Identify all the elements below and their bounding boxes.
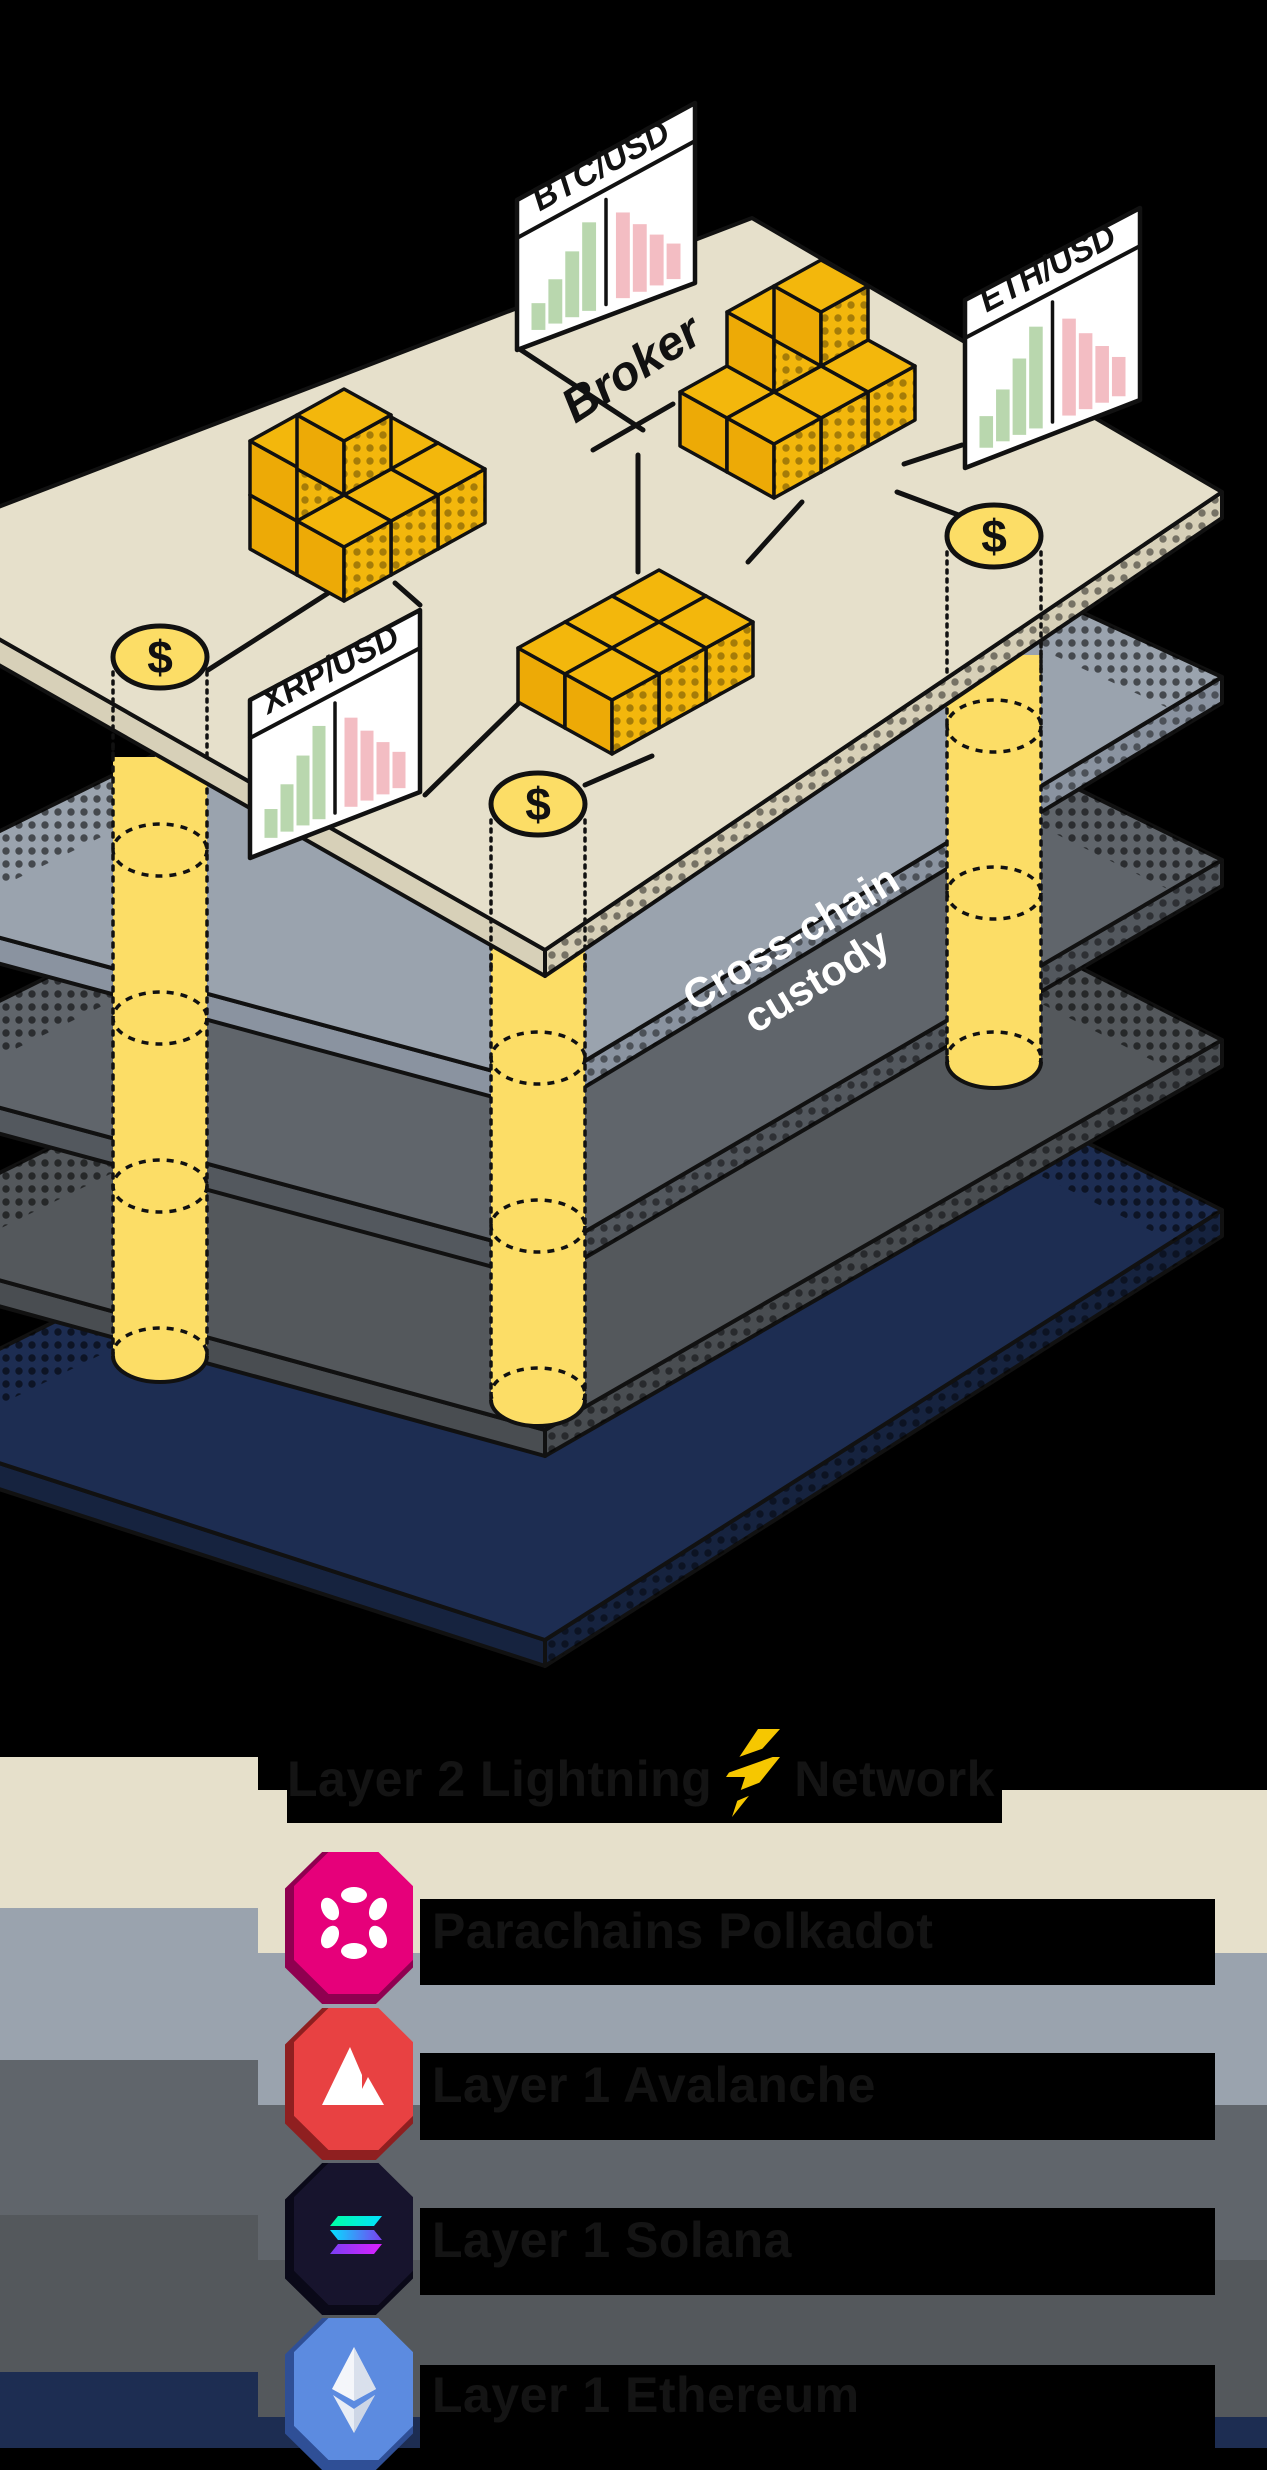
token-cube-cluster-left [248, 387, 487, 603]
legend-label-backdrop [420, 2053, 1215, 2140]
price-billboard-xrp: XRP/USD [247, 607, 423, 861]
token-cube-cluster-center [516, 568, 755, 756]
solana-logo [329, 2216, 382, 2254]
dollar-coins: $ $ $ [110, 502, 1044, 970]
dollar-coin-2: $ [488, 770, 588, 970]
custody-column-3 [945, 641, 1043, 1090]
legend-label-backdrop [287, 1700, 1002, 1823]
legend-title-prefix: Layer 2 Lightning [287, 1751, 713, 1807]
layer-color-stripe [0, 2215, 258, 2372]
legend-label-backdrop [420, 1899, 1215, 1985]
layer-color-stripe [0, 2060, 258, 2215]
dollar-coin-3: $ [944, 502, 1044, 674]
polkadot-icon [285, 1852, 413, 2004]
dollar-symbol: $ [981, 510, 1007, 562]
dollar-symbol: $ [147, 631, 173, 683]
legend-row-label: Layer 1 Avalanche [432, 2057, 876, 2113]
token-cube-cluster-right [678, 258, 917, 500]
avalanche-icon [285, 2008, 413, 2160]
layer-color-stripe [0, 1908, 258, 2060]
custody-columns [111, 641, 1043, 1428]
legend-label-backdrop [420, 2208, 1215, 2295]
solana-icon [285, 2163, 413, 2315]
legend-row-label: Layer 1 Ethereum [432, 2367, 860, 2423]
polkadot-logo [320, 1887, 387, 1959]
legend-label-backdrop [420, 2365, 1215, 2448]
legend-title-suffix: Network [794, 1751, 995, 1807]
layer-color-stripe [0, 1757, 258, 1908]
lightning-bolt-icon [722, 1729, 785, 1829]
avalanche-logo [321, 2047, 384, 2105]
ethereum-icon [285, 2318, 413, 2470]
legend-row-label: Layer 1 Solana [432, 2212, 792, 2268]
token-cube-clusters [248, 258, 917, 756]
custody-column-2 [489, 931, 587, 1428]
dollar-symbol: $ [525, 778, 551, 830]
legend-title: Layer 2 Lightning Network [287, 1729, 995, 1825]
custody-column-1 [111, 743, 209, 1384]
ethereum-logo [331, 2347, 376, 2433]
legend-row-label: Parachains Polkadot [432, 1903, 934, 1959]
layer-color-stripe [0, 2372, 258, 2448]
dollar-coin-1: $ [110, 623, 210, 762]
